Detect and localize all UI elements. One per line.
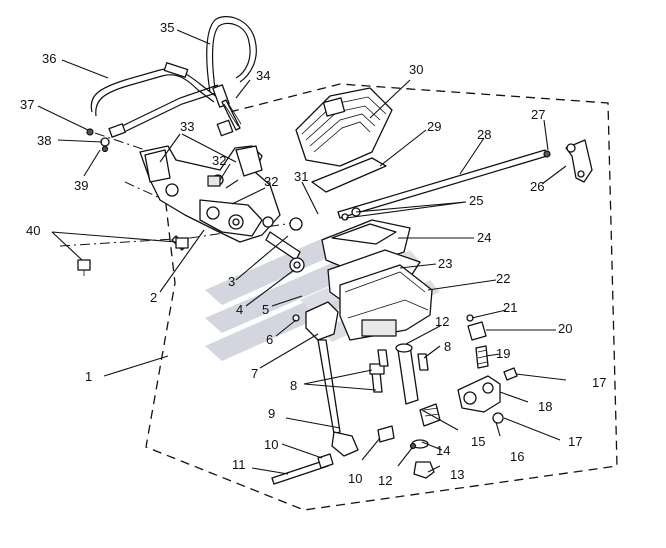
shift-lever-7-9 <box>292 301 359 457</box>
callout-22: 22 <box>496 271 510 286</box>
callout-6: 6 <box>266 332 273 347</box>
callout-7: 7 <box>251 366 258 381</box>
bolt-34 <box>216 99 242 137</box>
rod-12-14-15 <box>395 343 441 479</box>
callout-34: 34 <box>256 68 270 83</box>
callout-31: 31 <box>294 169 308 184</box>
gaiter-boot-30 <box>295 87 393 167</box>
callout-38: 38 <box>37 133 51 148</box>
callout-32a: 32 <box>212 153 226 168</box>
callout-35: 35 <box>160 20 174 35</box>
callout-9: 9 <box>268 406 275 421</box>
callout-12a: 12 <box>435 314 449 329</box>
shift-rod-28 <box>337 149 551 219</box>
callout-17b: 17 <box>568 434 582 449</box>
callout-17a: 17 <box>592 375 606 390</box>
callout-8a: 8 <box>290 378 297 393</box>
callout-21: 21 <box>503 300 517 315</box>
callout-30: 30 <box>409 62 423 77</box>
callout-28: 28 <box>477 127 491 142</box>
callout-1: 1 <box>85 369 92 384</box>
callout-labels: 1 2 3 4 5 6 7 8 8 9 10 10 11 12 12 13 14… <box>20 20 606 488</box>
clip-hardware-37-39 <box>86 123 126 153</box>
bracket-leader-lines <box>59 132 301 247</box>
pin-11 <box>271 453 334 485</box>
callout-20: 20 <box>558 321 572 336</box>
callout-4: 4 <box>236 302 243 317</box>
callout-39: 39 <box>74 178 88 193</box>
cap-10 <box>377 425 395 443</box>
assembly-boundary-dashed <box>145 83 618 511</box>
callout-16: 16 <box>510 449 524 464</box>
switch-assembly-16-21 <box>457 314 518 424</box>
callout-12b: 12 <box>378 473 392 488</box>
callout-26: 26 <box>530 179 544 194</box>
plate-29 <box>311 157 387 193</box>
callout-27: 27 <box>531 107 545 122</box>
callout-10b: 10 <box>348 471 362 486</box>
callout-18: 18 <box>538 399 552 414</box>
callout-24: 24 <box>477 230 491 245</box>
bolt-40 <box>77 235 189 276</box>
lever-bracket-assembly <box>139 145 305 273</box>
linkage-arm-26 <box>565 139 593 183</box>
callout-25: 25 <box>469 193 483 208</box>
callout-8b: 8 <box>444 339 451 354</box>
callout-15: 15 <box>471 434 485 449</box>
callout-36: 36 <box>42 51 56 66</box>
callout-leaders <box>37 29 567 475</box>
callout-14: 14 <box>436 443 450 458</box>
callout-37: 37 <box>20 97 34 112</box>
callout-19: 19 <box>496 346 510 361</box>
callout-23: 23 <box>438 256 452 271</box>
callout-29: 29 <box>427 119 441 134</box>
callout-11: 11 <box>232 457 246 472</box>
callout-3: 3 <box>228 274 235 289</box>
bolts-8 <box>369 349 429 393</box>
callout-33: 33 <box>180 119 194 134</box>
callout-5: 5 <box>262 302 269 317</box>
callout-32b: 32 <box>264 174 278 189</box>
callout-2: 2 <box>150 290 157 305</box>
callout-10a: 10 <box>264 437 278 452</box>
callout-40: 40 <box>26 223 40 238</box>
shifter-housing <box>321 207 433 341</box>
callout-13: 13 <box>450 467 464 482</box>
